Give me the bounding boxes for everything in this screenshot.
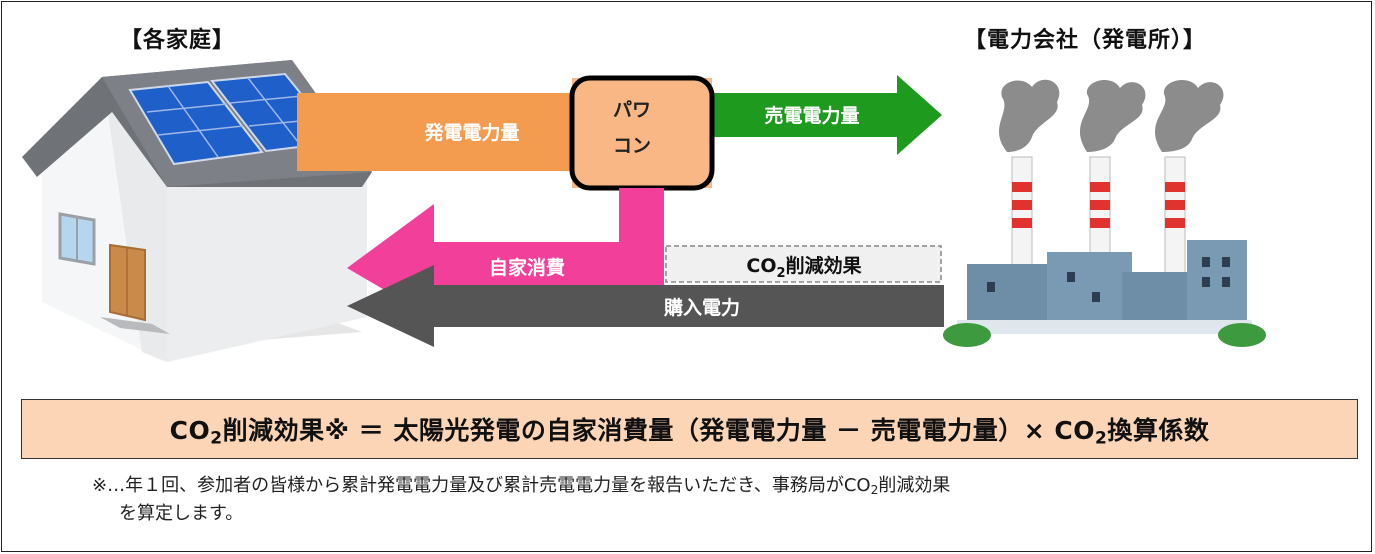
pcs-fill: [572, 78, 712, 188]
footnote-line2: を算定します。: [119, 503, 244, 524]
sale-label: 売電電力量: [764, 104, 859, 127]
footnote-line1: ※…年１回、参加者の皆様から累計発電電力量及び累計売電電力量を報告いただき、事務…: [92, 475, 951, 498]
purchase-label: 購入電力: [664, 296, 740, 319]
co2-reduction-label: CO2削減効果: [746, 254, 861, 281]
formula-text: CO2削減効果※ ＝ 太陽光発電の自家消費量（発電電力量 － 売電電力量）× C…: [169, 416, 1210, 449]
self-consumption-label: 自家消費: [489, 256, 565, 279]
pcs-label-line2: コン: [613, 135, 651, 157]
generation-label: 発電電力量: [423, 121, 519, 144]
house-solar-icon: [22, 60, 372, 362]
co2-reduction-box: [665, 245, 942, 283]
flow-diagram: 発電電力量 売電電力量 パワ コン 自家消費 CO2削減効果 購入電力: [22, 60, 1266, 362]
power-plant-icon: [943, 79, 1266, 347]
formula-box: CO2削減効果※ ＝ 太陽光発電の自家消費量（発電電力量 － 売電電力量）× C…: [21, 399, 1358, 459]
sale-arrow: [710, 75, 942, 155]
utility-heading: 【電力会社（発電所）】: [964, 28, 1207, 53]
pcs-label-line1: パワ: [613, 99, 651, 121]
generation-flow: [297, 93, 582, 171]
footnote: ※…年１回、参加者の皆様から累計発電電力量及び累計売電電力量を報告いただき、事務…: [92, 472, 1322, 528]
home-heading: 【各家庭】: [120, 28, 236, 53]
purchase-arrow: [347, 265, 944, 347]
